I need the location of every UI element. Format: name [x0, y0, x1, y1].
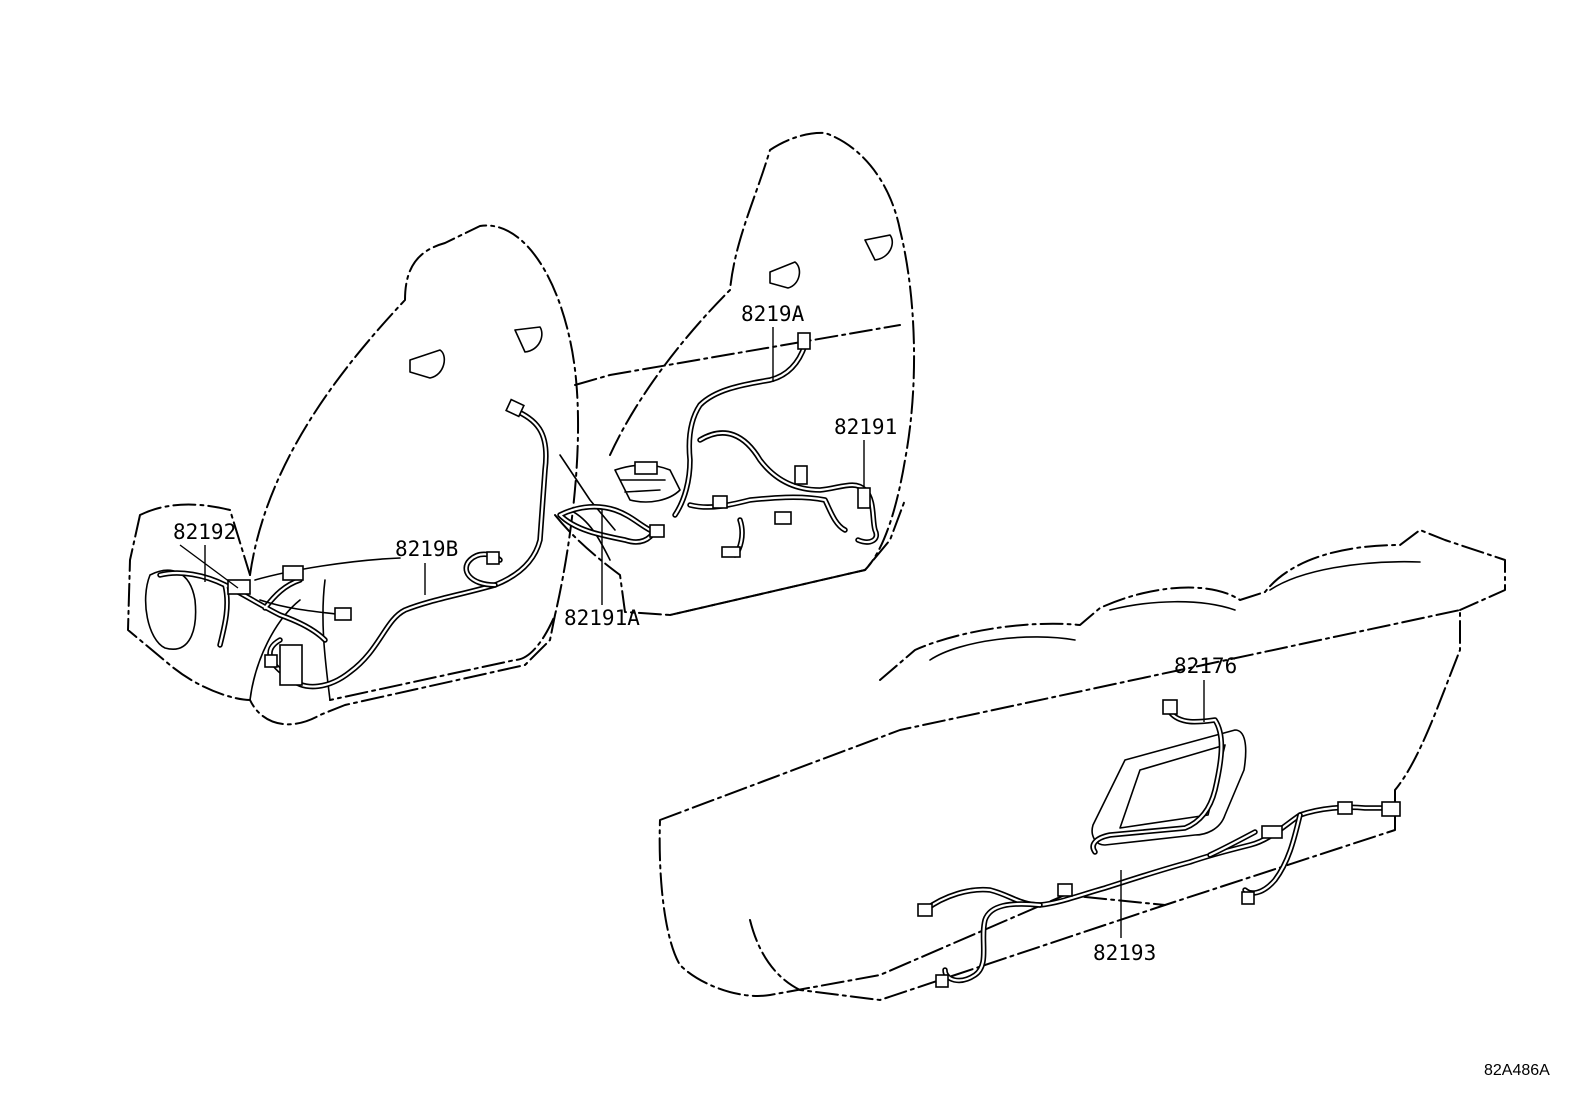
- connector-82192-a: [227, 579, 251, 595]
- left-seat-headrest-slot: [409, 326, 543, 379]
- leader-82192: [179, 544, 239, 589]
- right-seat-cushion-outline: [554, 324, 906, 616]
- connector-8219B-mid: [486, 551, 500, 565]
- connector-82191-a: [857, 487, 871, 509]
- connector-82192-b: [282, 565, 304, 581]
- connector-82193-e: [1261, 825, 1283, 839]
- rear-bench-seat: [658, 529, 1506, 1001]
- connector-82193-f: [1381, 801, 1401, 817]
- harness-8219A: [672, 332, 811, 518]
- connector-82176: [1162, 699, 1178, 715]
- part-label-82191: 82191: [834, 415, 897, 439]
- connector-82193-c: [935, 974, 949, 988]
- connector-82192-c: [334, 607, 352, 621]
- connector-82191A-b: [649, 524, 665, 538]
- harness-82191A: [557, 461, 681, 545]
- part-label-8219A: 8219A: [741, 302, 805, 326]
- rear-seat-front-outline: [658, 609, 1461, 997]
- leader-lines: [179, 327, 1205, 938]
- seat-control-module: [279, 644, 303, 686]
- part-label-82191A: 82191A: [564, 606, 640, 630]
- rear-seat-backrest-top-outline: [879, 529, 1506, 681]
- connector-82191-c: [721, 546, 741, 558]
- left-seat-frame-lines: [249, 557, 401, 701]
- left-seat-backrest-outline: [249, 224, 580, 701]
- rear-seat-cushion-edges: [929, 560, 1421, 661]
- part-label-82176: 82176: [1174, 654, 1237, 678]
- connector-82192-d: [264, 654, 278, 668]
- harness-82176: [1090, 699, 1225, 855]
- diagram-code: 82A486A: [1484, 1062, 1550, 1079]
- connector-82191-d: [774, 511, 792, 525]
- connector-82191A-a: [634, 461, 658, 475]
- left-seat-side-panel: [144, 569, 197, 650]
- connector-82193-b: [1057, 883, 1073, 897]
- connector-8219B-top: [505, 398, 525, 418]
- harness-82192: [157, 565, 352, 686]
- right-seat-headrest-slot: [769, 234, 894, 289]
- part-label-82193: 82193: [1093, 941, 1156, 965]
- connector-82191-e: [712, 495, 728, 509]
- front-seat-right: [554, 131, 916, 616]
- connector-8219A-top: [797, 332, 811, 350]
- part-label-8219B: 8219B: [395, 537, 458, 561]
- part-label-82192: 82192: [173, 520, 236, 544]
- rear-seat-armrest-inner: [1119, 744, 1226, 829]
- harness-82191: [687, 430, 879, 558]
- connector-82193-a: [917, 903, 933, 917]
- connector-82191-b: [794, 465, 808, 485]
- connector-82193-d: [1241, 891, 1255, 905]
- harness-82193: [917, 801, 1401, 988]
- right-seat-backrest-outline: [609, 131, 916, 616]
- rear-seat-bottom-outline: [749, 904, 1166, 1001]
- front-seat-left: [127, 224, 580, 726]
- connector-82193-g: [1337, 801, 1353, 815]
- rear-seat-armrest-opening: [1091, 729, 1247, 846]
